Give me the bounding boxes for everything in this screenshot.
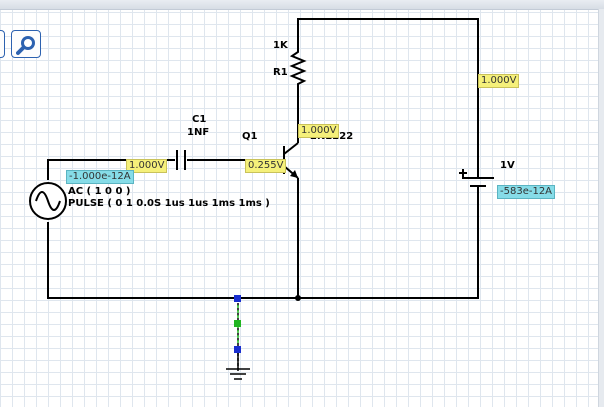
node-handle-mid xyxy=(234,320,241,327)
ground-icon[interactable] xyxy=(226,353,250,380)
wire-bottom-rail xyxy=(47,195,479,299)
c1-value-label: 1NF xyxy=(187,127,210,138)
voltage-probe-input: 1.000V xyxy=(126,159,168,173)
voltage-probe-base: 0.255V xyxy=(245,159,287,173)
node-handle xyxy=(234,346,241,353)
r1-name-label: R1 xyxy=(273,67,288,78)
resistor-r1-symbol[interactable] xyxy=(289,40,307,88)
junction-dot xyxy=(295,295,301,301)
node-handle xyxy=(234,295,241,302)
battery-symbol[interactable] xyxy=(459,169,494,196)
vertical-scrollbar[interactable] xyxy=(598,9,604,407)
voltage-probe-top-right: 1.000V xyxy=(478,74,520,88)
magnifier-icon xyxy=(16,36,35,55)
ac-source-symbol[interactable] xyxy=(29,182,67,220)
r1-value-label: 1K xyxy=(273,40,288,51)
c1-name-label: C1 xyxy=(192,114,207,125)
zoom-button[interactable] xyxy=(11,30,41,58)
voltage-probe-collector: 1.000V xyxy=(298,124,340,138)
source-pulse-label: PULSE ( 0 1 0.0S 1us 1us 1ms 1ms ) xyxy=(68,198,270,209)
source-ac-label: AC ( 1 0 0 ) xyxy=(68,186,131,197)
battery-value-label: 1V xyxy=(500,160,515,171)
wire-top-rail xyxy=(297,18,479,178)
wires xyxy=(47,18,479,299)
current-probe-battery: -583e-12A xyxy=(497,185,556,199)
q1-name-label: Q1 xyxy=(242,131,258,142)
current-probe-source: -1.000e-12A xyxy=(66,170,134,184)
side-toolbar-button[interactable] xyxy=(0,30,5,58)
window-top-strip xyxy=(0,0,604,10)
capacitor-c1-symbol[interactable] xyxy=(176,150,186,170)
